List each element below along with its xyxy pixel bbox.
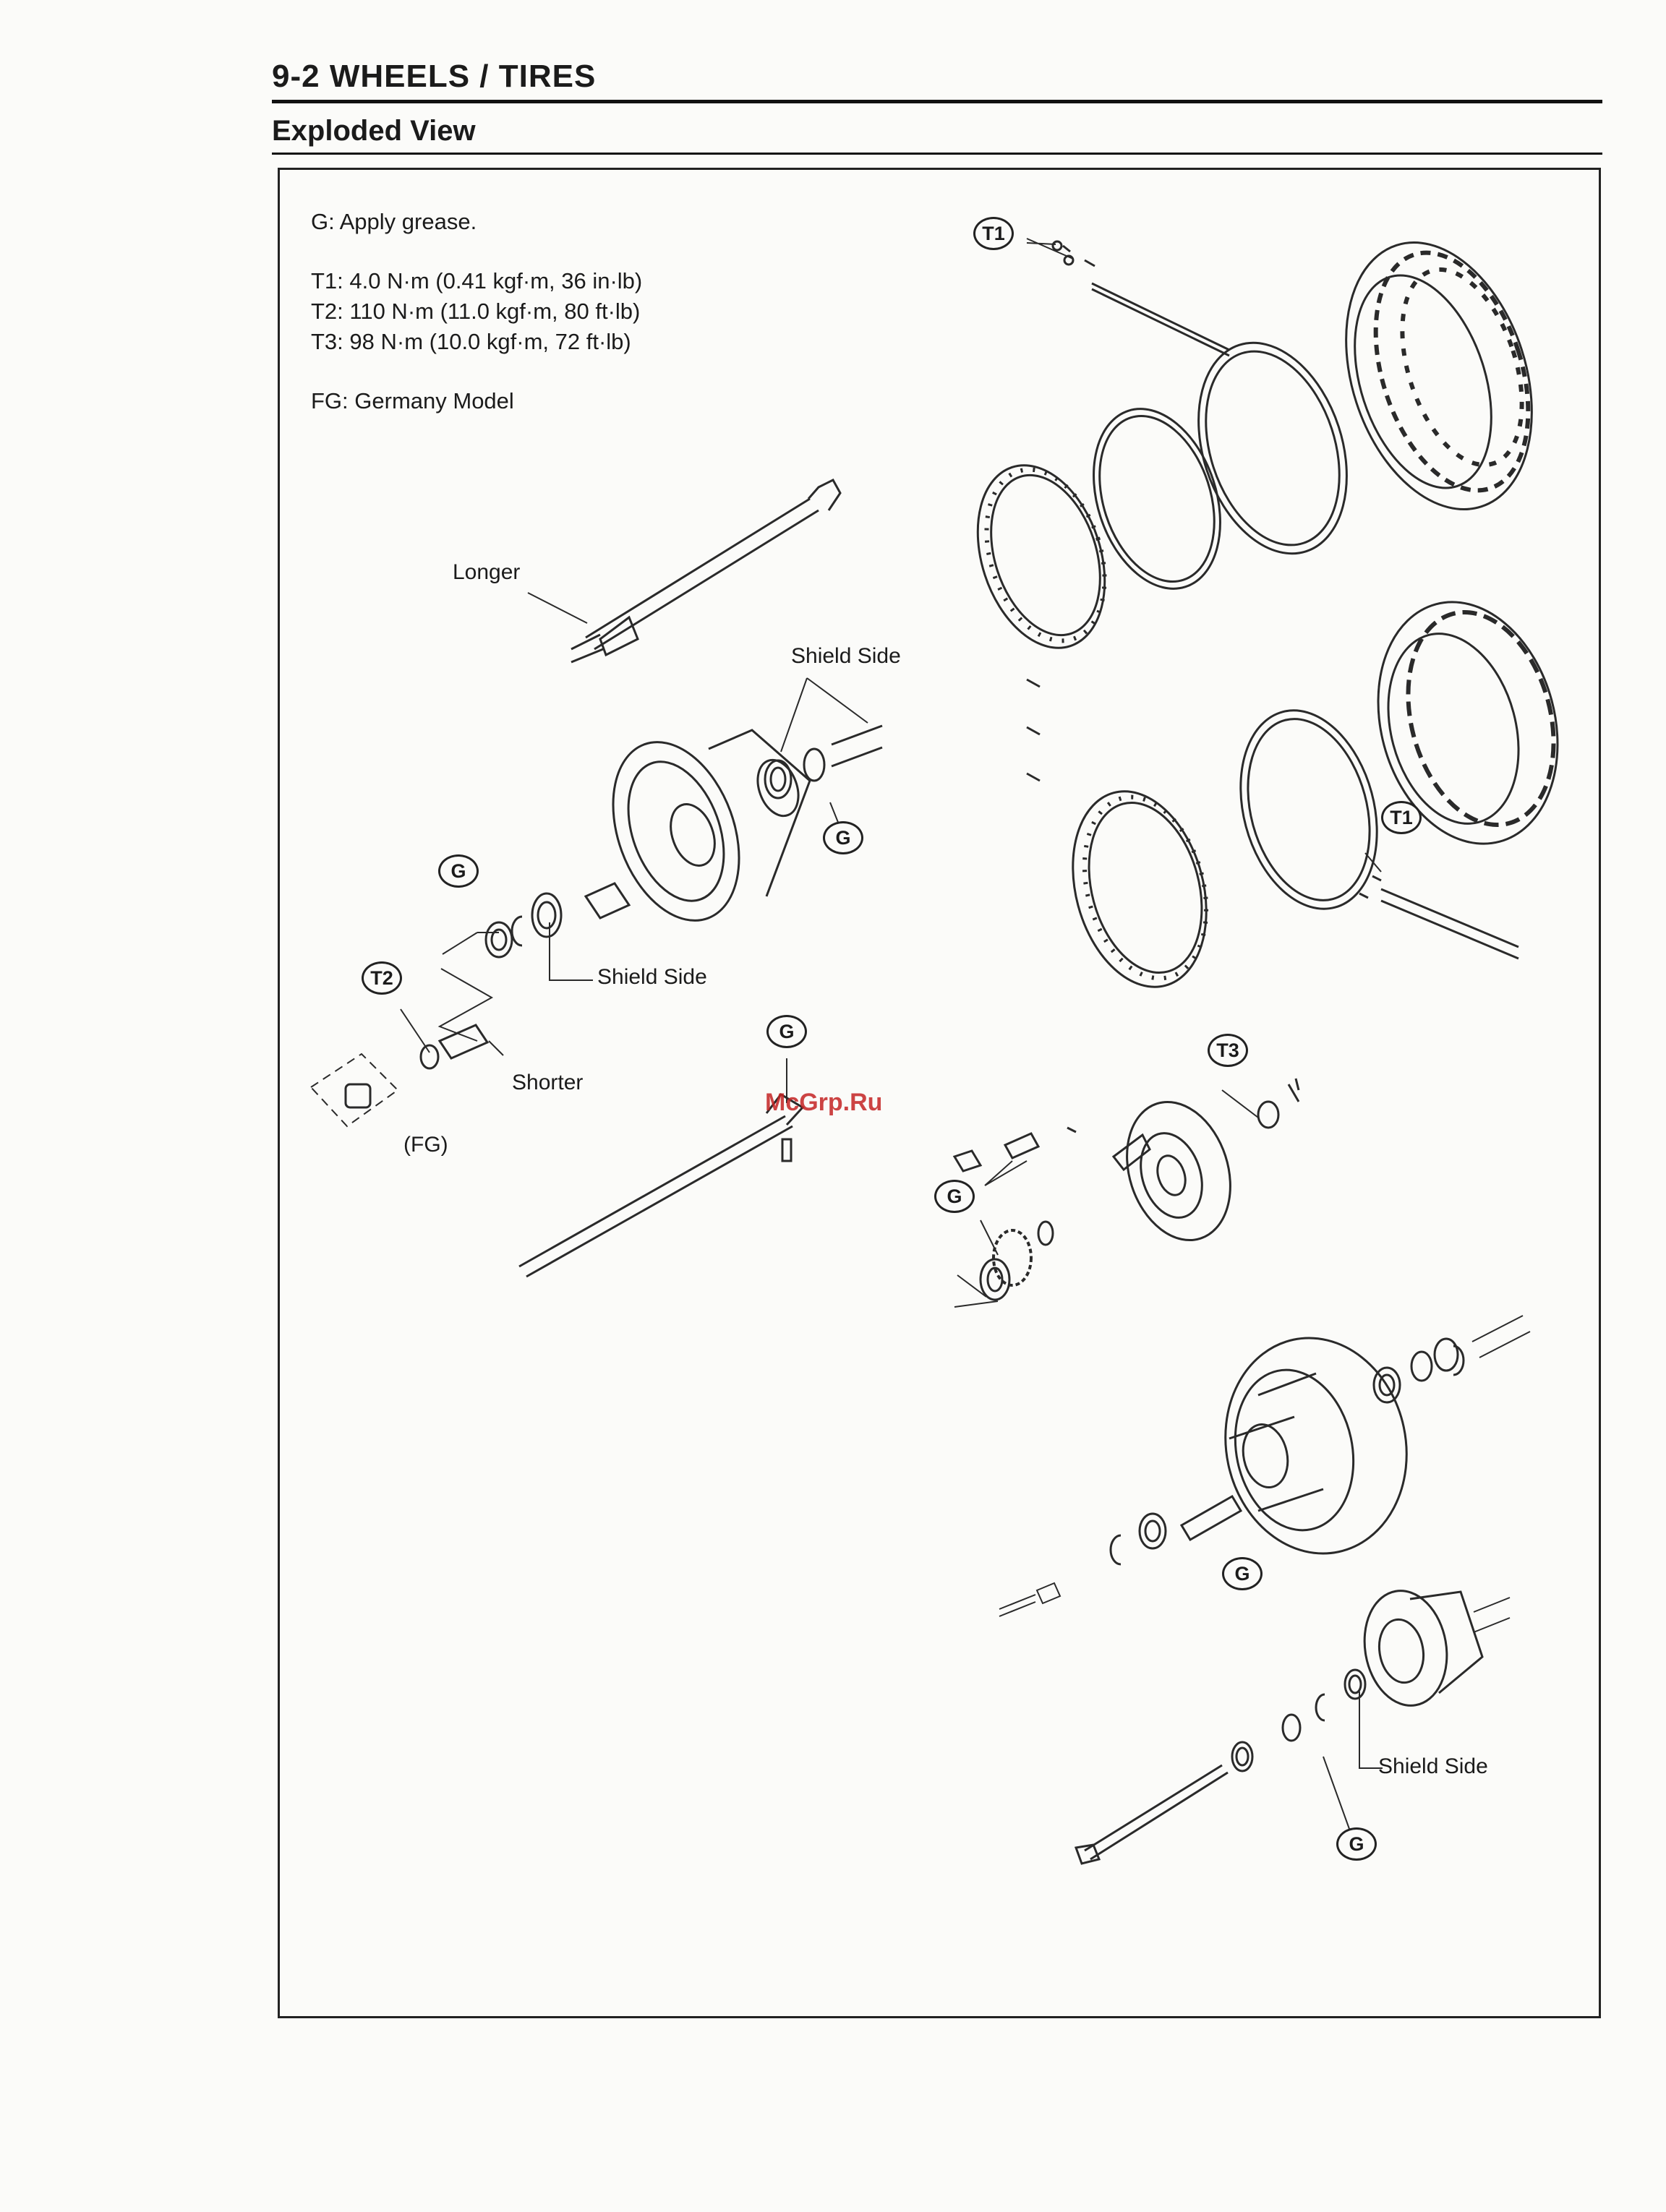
label-shield-side-rear: Shield Side xyxy=(1378,1754,1488,1780)
rear-tube xyxy=(1220,695,1398,924)
watermark: McGrp.Ru xyxy=(765,1089,882,1117)
front-rim-band xyxy=(1072,393,1242,605)
badge-t1-top: T1 xyxy=(973,217,1014,250)
rear-drum xyxy=(1356,1584,1482,1712)
badge-g-gear: G xyxy=(934,1180,975,1213)
badge-t1-right: T1 xyxy=(1381,801,1422,834)
label-shorter: Shorter xyxy=(512,1070,583,1096)
badge-g-rear-hub: G xyxy=(1222,1557,1263,1590)
rear-brake-panel xyxy=(1110,1089,1247,1253)
spacer-shorter xyxy=(440,1025,487,1058)
front-spokes xyxy=(1063,246,1229,356)
label-fg: (FG) xyxy=(403,1132,448,1158)
front-rim xyxy=(956,449,1127,664)
front-axle xyxy=(571,480,840,662)
badge-g-rear-axle: G xyxy=(1336,1827,1377,1861)
rear-hub xyxy=(1206,1321,1427,1570)
rear-rim xyxy=(1052,776,1226,1002)
label-longer: Longer xyxy=(453,560,520,586)
label-shield-side-front-right: Shield Side xyxy=(791,643,901,669)
front-hub xyxy=(590,724,810,938)
rear-hub-spacer xyxy=(1182,1496,1241,1540)
rear-axle xyxy=(1085,1765,1228,1859)
badge-t3: T3 xyxy=(1208,1034,1248,1067)
front-tire xyxy=(1314,218,1564,533)
rear-spokes xyxy=(1359,876,1518,959)
label-shield-side-front-left: Shield Side xyxy=(597,964,707,990)
badge-g-front-right: G xyxy=(823,821,863,854)
badge-g-front-left: G xyxy=(438,854,479,888)
badge-t2: T2 xyxy=(362,961,402,995)
front-tube xyxy=(1173,324,1372,573)
speedometer-cable xyxy=(519,1094,803,1277)
badge-g-cable: G xyxy=(766,1015,807,1048)
